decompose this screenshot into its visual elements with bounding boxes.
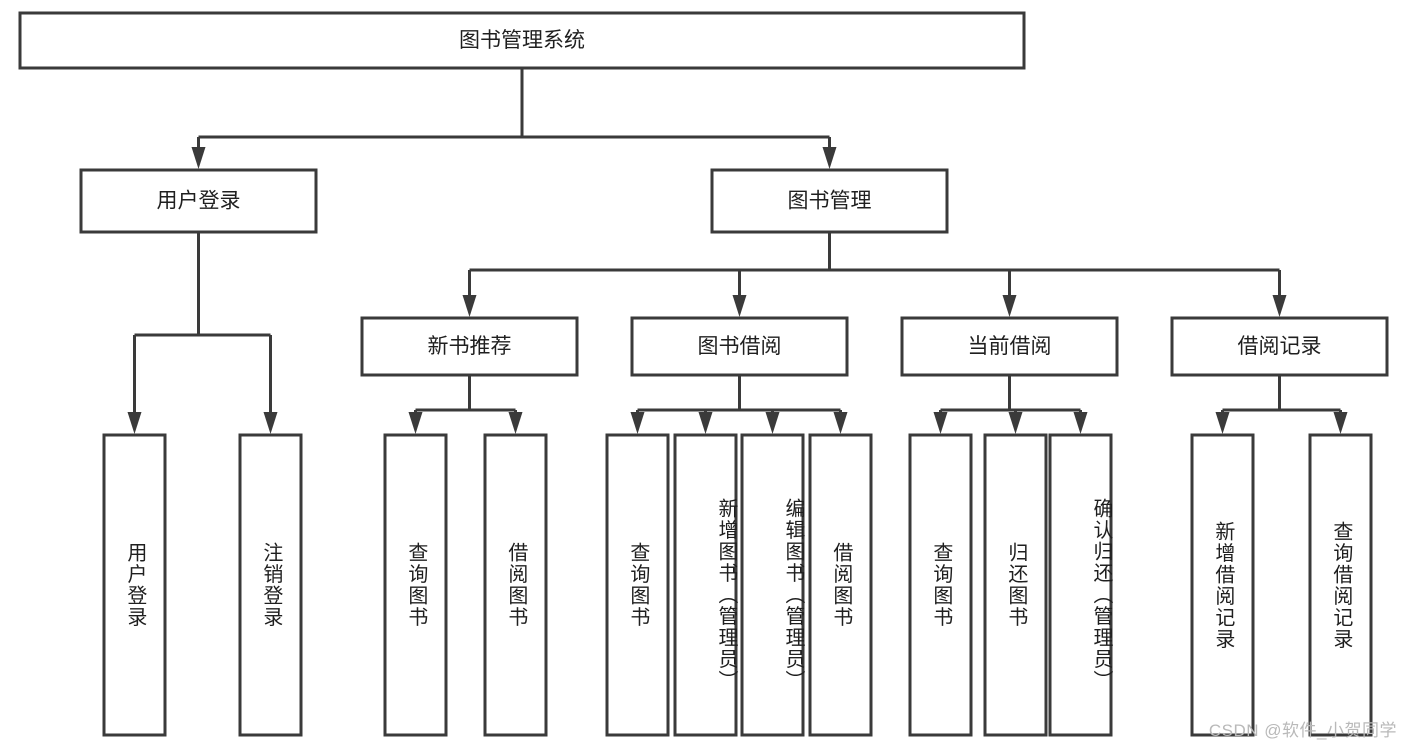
leaf-query-book-recommend[interactable] <box>383 433 448 737</box>
arrow-head <box>765 412 780 434</box>
arrow-head <box>822 147 837 169</box>
leaf-return-book[interactable] <box>983 433 1048 737</box>
arrow-head <box>698 412 713 434</box>
arrow-head <box>1008 412 1023 434</box>
arrow-head <box>1215 412 1230 434</box>
arrow-head <box>1333 412 1348 434</box>
arrow-head <box>191 147 206 169</box>
watermark: CSDN @软件_小贺同学 <box>1208 721 1397 740</box>
node-borrow-record-label: 借阅记录 <box>1238 335 1322 358</box>
leaf-query-borrow-record[interactable] <box>1308 433 1373 737</box>
leaf-add-book-admin[interactable] <box>673 433 738 737</box>
node-book-borrow[interactable] <box>630 316 849 377</box>
node-book-borrow-label: 图书借阅 <box>698 335 782 358</box>
node-book-management[interactable] <box>710 168 949 234</box>
leaf-add-borrow-record[interactable] <box>1190 433 1255 737</box>
node-current-borrow-label: 当前借阅 <box>968 335 1052 358</box>
leaf-edit-book-admin[interactable] <box>740 433 805 737</box>
arrow-head <box>833 412 848 434</box>
arrow-head <box>732 295 747 317</box>
node-current-borrow[interactable] <box>900 316 1119 377</box>
arrow-head <box>508 412 523 434</box>
arrow-head <box>1002 295 1017 317</box>
node-new-book-recommend-label: 新书推荐 <box>428 335 512 358</box>
node-book-management-label: 图书管理 <box>788 190 872 213</box>
arrow-head <box>1073 412 1088 434</box>
node-borrow-record[interactable] <box>1170 316 1389 377</box>
root-node[interactable] <box>18 11 1026 70</box>
arrow-head <box>630 412 645 434</box>
arrow-head <box>1272 295 1287 317</box>
node-new-book-recommend[interactable] <box>360 316 579 377</box>
leaf-query-book-current[interactable] <box>908 433 973 737</box>
arrow-head <box>933 412 948 434</box>
arrow-head <box>462 295 477 317</box>
node-user-login-label: 用户登录 <box>157 190 241 213</box>
arrow-head <box>127 412 142 434</box>
leaf-user-logout[interactable] <box>238 433 303 737</box>
leaf-user-login[interactable] <box>102 433 167 737</box>
arrow-head <box>263 412 278 434</box>
leaf-confirm-return-admin[interactable] <box>1048 433 1113 737</box>
leaf-borrow-book-recommend[interactable] <box>483 433 548 737</box>
root-node-label: 图书管理系统 <box>459 29 585 52</box>
leaf-borrow-book[interactable] <box>808 433 873 737</box>
arrow-head <box>408 412 423 434</box>
leaf-query-book-borrow[interactable] <box>605 433 670 737</box>
node-user-login[interactable] <box>79 168 318 234</box>
